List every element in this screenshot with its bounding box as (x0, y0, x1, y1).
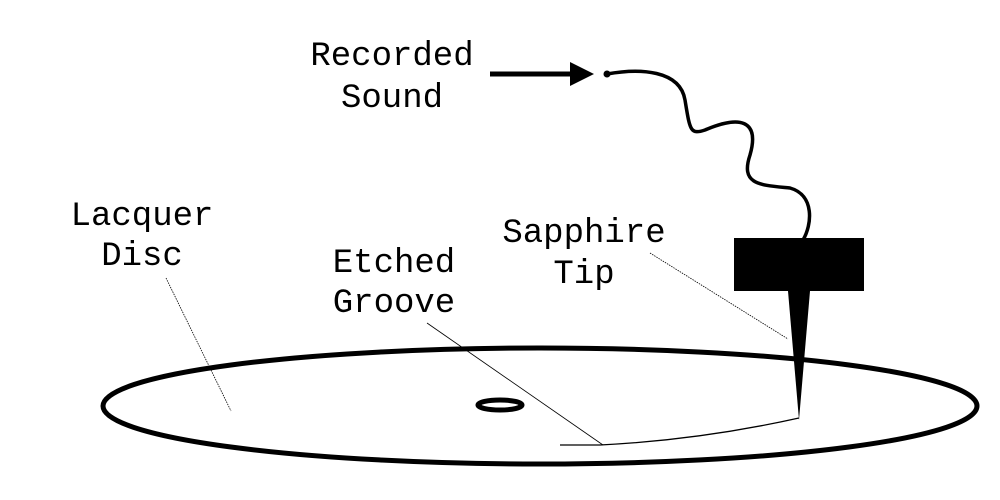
label-sound: Sound (341, 80, 443, 118)
label-sapphire: Sapphire (502, 215, 665, 253)
signal-wire (606, 69, 812, 241)
sapphire-tip-leader (649, 252, 789, 340)
label-groove: Groove (333, 285, 455, 323)
etched-groove-leader (426, 322, 604, 446)
lacquer-disc-leader (165, 277, 232, 412)
cutter-head-block (734, 238, 864, 291)
label-disc: Disc (101, 238, 183, 276)
label-recorded: Recorded (310, 38, 473, 76)
sound-arrow-head (570, 62, 594, 86)
label-lacquer: Lacquer (71, 198, 214, 236)
label-etched: Etched (333, 245, 455, 283)
lacquer-disc (100, 345, 980, 467)
label-tip: Tip (553, 256, 614, 294)
spindle-hole (475, 397, 525, 413)
sapphire-stylus (788, 291, 810, 420)
etched-groove-line (560, 417, 800, 446)
